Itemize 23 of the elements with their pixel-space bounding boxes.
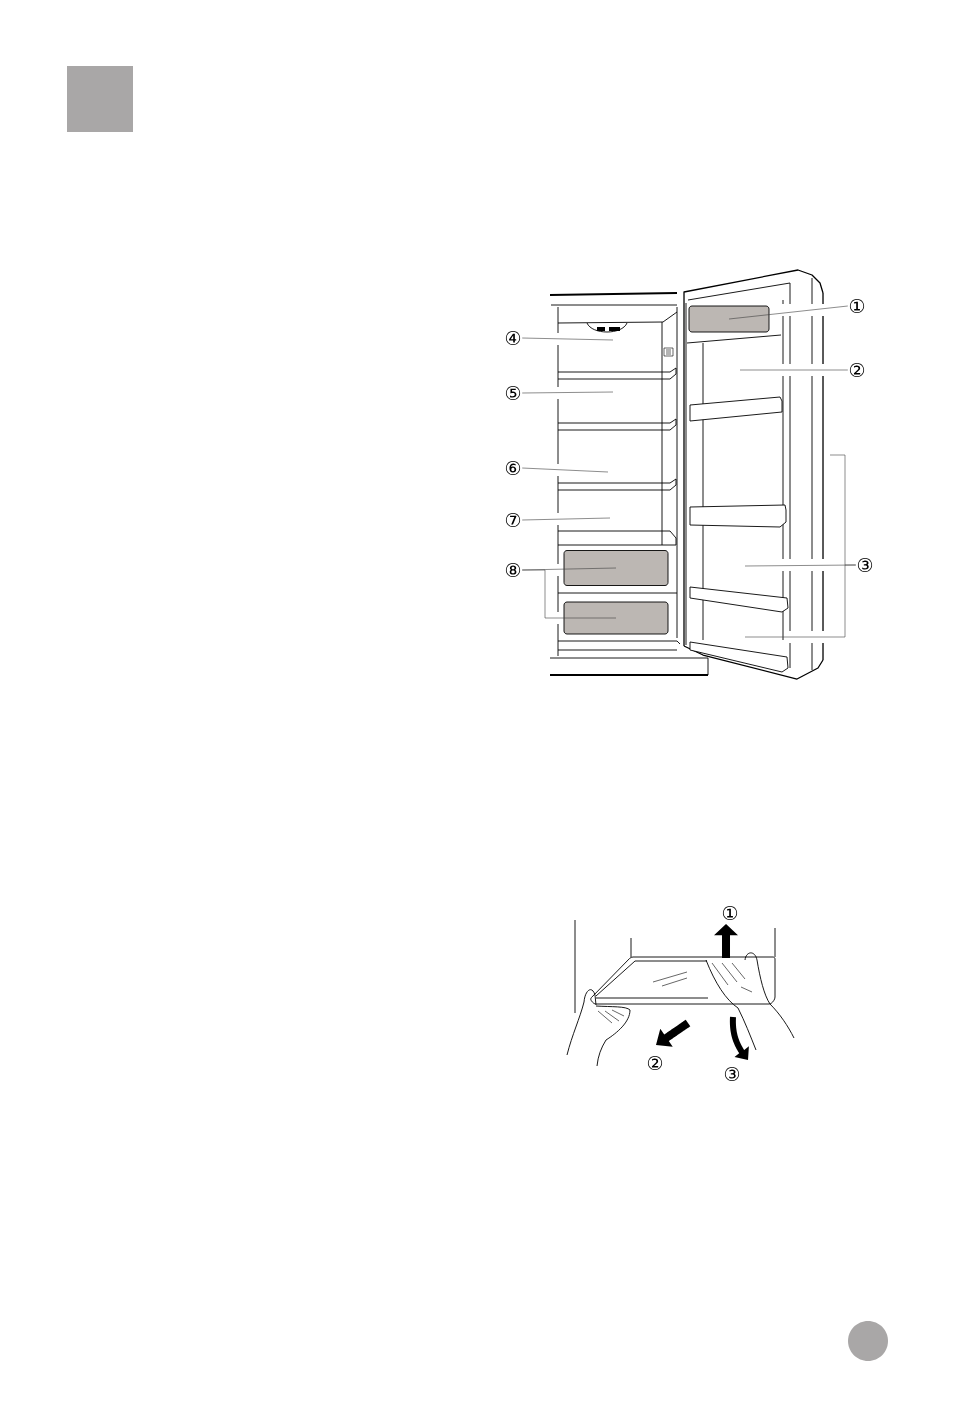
dairy-compartment xyxy=(688,305,770,333)
callout-number: ⑥ xyxy=(505,460,521,476)
callout-number: ⑦ xyxy=(505,512,521,528)
leader-line xyxy=(521,467,609,473)
leader-line xyxy=(521,337,614,341)
leader-line xyxy=(739,369,849,371)
callout-number: ③ xyxy=(857,557,873,573)
crisper-drawer xyxy=(563,601,669,635)
leader-line xyxy=(521,517,611,521)
callout-number: ④ xyxy=(505,330,521,346)
leader-line xyxy=(744,454,857,638)
leader-line xyxy=(521,569,617,619)
callout-number: ③ xyxy=(724,1066,740,1082)
callout-number: ② xyxy=(849,362,865,378)
callout-number: ⑧ xyxy=(505,562,521,578)
crisper-drawer xyxy=(563,550,669,586)
callout-number: ② xyxy=(647,1055,663,1071)
leader-line xyxy=(728,305,849,320)
callout-number: ① xyxy=(849,298,865,314)
callout-number: ⑤ xyxy=(505,385,521,401)
leader-line xyxy=(521,391,614,394)
callout-number: ① xyxy=(722,905,738,921)
fridge-door xyxy=(683,269,824,680)
